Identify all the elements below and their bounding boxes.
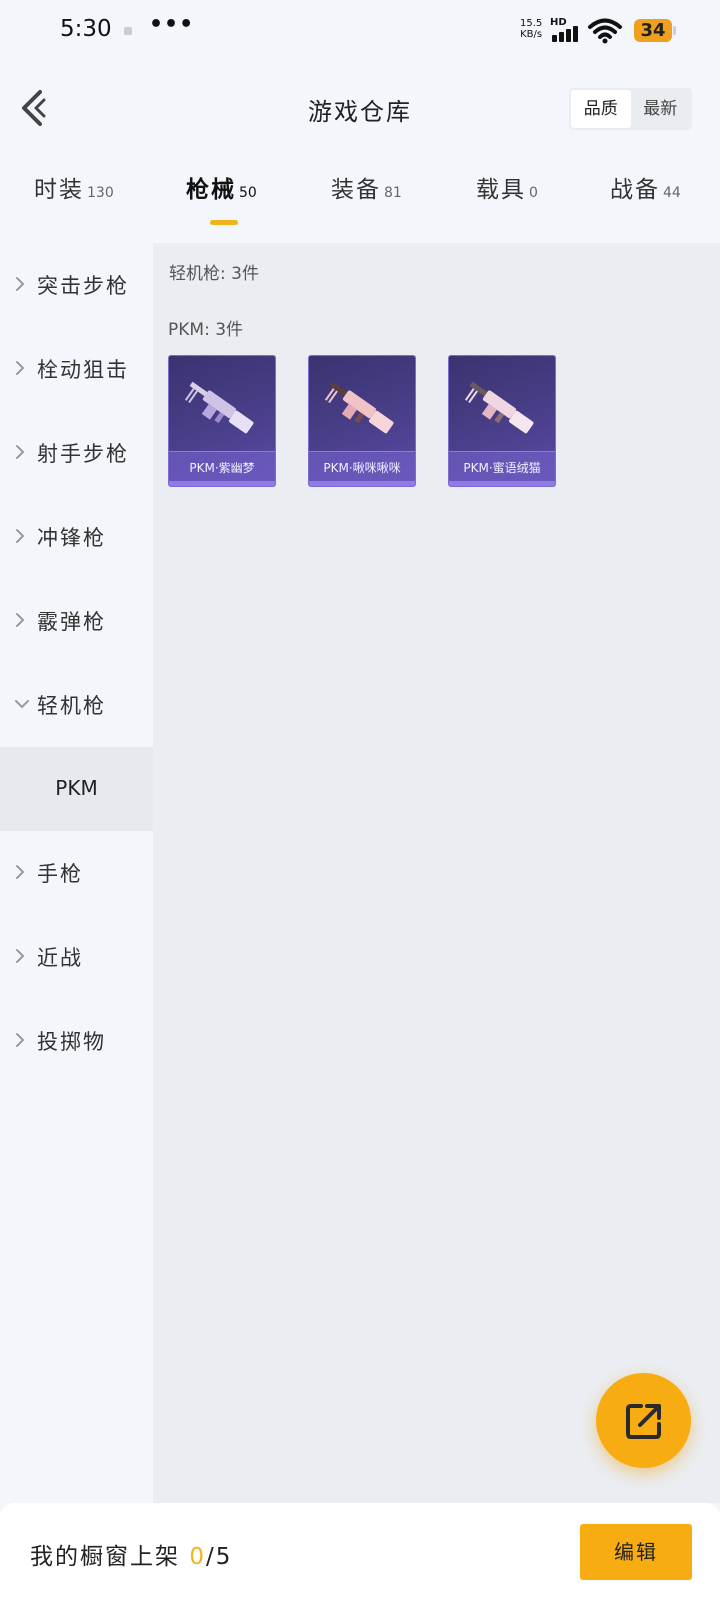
sidebar-item-melee[interactable]: 近战 bbox=[0, 915, 153, 999]
sidebar-item-label: 轻机枪 bbox=[37, 694, 106, 718]
card-name-bar bbox=[169, 451, 275, 481]
rarity-stripe bbox=[169, 481, 275, 486]
status-time: 5:30 bbox=[60, 16, 112, 42]
card-name: PKM·紫幽梦 bbox=[189, 461, 255, 475]
sort-toggle: 品质 最新 bbox=[569, 88, 692, 130]
machine-gun-icon bbox=[184, 381, 254, 434]
skin-card[interactable]: PKM·紫幽梦 bbox=[168, 355, 276, 487]
back-button[interactable] bbox=[14, 86, 54, 130]
battery-icon: 34 bbox=[634, 19, 672, 42]
chevron-right-icon bbox=[16, 529, 25, 543]
tab-label: 时装 bbox=[34, 177, 84, 203]
more-notifications-icon: ••• bbox=[149, 12, 195, 37]
hd-badge: HD bbox=[550, 17, 567, 28]
notification-icon bbox=[124, 27, 132, 35]
sort-newest-option[interactable]: 最新 bbox=[643, 99, 678, 119]
sidebar-subitem-label: PKM bbox=[55, 776, 98, 800]
tab-count: 81 bbox=[384, 185, 402, 201]
showcase-current-count: 0 bbox=[189, 1544, 206, 1570]
sidebar-subitem-pkm[interactable]: PKM bbox=[0, 747, 153, 831]
weapon-type-sidebar: 突击步枪 栓动狙击 射手步枪 冲锋枪 霰弹枪 轻机枪 PKM 手枪 bbox=[0, 243, 153, 1503]
sort-quality-option[interactable]: 品质 bbox=[571, 90, 631, 128]
item-grid-panel: 轻机枪: 3件 PKM: 3件 PKM·紫幽梦 bbox=[153, 243, 720, 1503]
tab-count: 44 bbox=[663, 185, 681, 201]
sidebar-item-label: 投掷物 bbox=[37, 1030, 106, 1054]
page-title: 游戏仓库 bbox=[308, 98, 412, 126]
sidebar-item-label: 射手步枪 bbox=[37, 442, 129, 466]
card-name-bar bbox=[449, 451, 555, 481]
status-bar: 5:30 ••• 15.5 KB/s HD 34 bbox=[0, 0, 720, 62]
chevron-right-icon bbox=[16, 277, 25, 291]
tab-active-indicator bbox=[210, 220, 238, 225]
showcase-label: 我的橱窗上架 0/5 bbox=[30, 1537, 232, 1571]
sidebar-item-throwable[interactable]: 投掷物 bbox=[0, 999, 153, 1083]
sidebar-item-bolt-sniper[interactable]: 栓动狙击 bbox=[0, 327, 153, 411]
sidebar-item-marksman-rifle[interactable]: 射手步枪 bbox=[0, 411, 153, 495]
rarity-stripe bbox=[449, 481, 555, 486]
sidebar-item-label: 冲锋枪 bbox=[37, 526, 106, 550]
chevron-right-icon bbox=[16, 865, 25, 879]
card-name: PKM·蜜语绒猫 bbox=[463, 461, 541, 475]
card-name-bar bbox=[309, 451, 415, 481]
tab-count: 50 bbox=[239, 185, 257, 201]
sidebar-item-label: 霰弹枪 bbox=[37, 610, 106, 634]
sidebar-item-label: 栓动狙击 bbox=[37, 358, 129, 382]
showcase-bar: 我的橱窗上架 0/5 编辑 bbox=[0, 1503, 720, 1600]
wifi-icon bbox=[588, 18, 622, 44]
sidebar-item-label: 手枪 bbox=[37, 862, 83, 886]
showcase-total-count: /5 bbox=[205, 1544, 233, 1570]
sidebar-item-pistol[interactable]: 手枪 bbox=[0, 831, 153, 915]
category-count: 轻机枪: 3件 bbox=[169, 264, 259, 284]
header: 游戏仓库 品质 最新 bbox=[0, 70, 720, 150]
sidebar-item-lmg[interactable]: 轻机枪 bbox=[0, 663, 153, 747]
sidebar-item-label: 突击步枪 bbox=[37, 274, 129, 298]
sidebar-item-shotgun[interactable]: 霰弹枪 bbox=[0, 579, 153, 663]
network-speed-value: 15.5 bbox=[520, 18, 543, 29]
card-name: PKM·啾咪啾咪 bbox=[323, 461, 401, 475]
chevron-right-icon bbox=[16, 613, 25, 627]
machine-gun-icon bbox=[464, 381, 534, 434]
network-speed-unit: KB/s bbox=[520, 29, 543, 40]
tab-count: 0 bbox=[529, 185, 538, 201]
chevron-right-icon bbox=[16, 361, 25, 375]
chevron-right-icon bbox=[16, 949, 25, 963]
model-count: PKM: 3件 bbox=[168, 320, 244, 340]
network-speed: 15.5 KB/s bbox=[520, 18, 542, 40]
tab-label: 枪械 bbox=[186, 177, 236, 203]
sidebar-item-assault-rifle[interactable]: 突击步枪 bbox=[0, 243, 153, 327]
share-external-icon bbox=[626, 1404, 661, 1439]
chevron-down-icon bbox=[15, 700, 29, 709]
signal-icon bbox=[552, 26, 578, 42]
tab-count: 130 bbox=[87, 185, 114, 201]
tab-label: 载具 bbox=[476, 177, 526, 203]
tab-label: 战备 bbox=[610, 177, 660, 203]
chevron-right-icon bbox=[16, 445, 25, 459]
chevron-right-icon bbox=[16, 1033, 25, 1047]
skin-card[interactable]: PKM·蜜语绒猫 bbox=[448, 355, 556, 487]
showcase-text: 我的橱窗上架 bbox=[30, 1544, 180, 1570]
share-fab-button[interactable] bbox=[596, 1373, 691, 1468]
skin-card[interactable]: PKM·啾咪啾咪 bbox=[308, 355, 416, 487]
chevron-left-icon bbox=[22, 90, 46, 126]
sidebar-item-smg[interactable]: 冲锋枪 bbox=[0, 495, 153, 579]
tab-label: 装备 bbox=[331, 177, 381, 203]
machine-gun-icon bbox=[324, 381, 394, 434]
rarity-stripe bbox=[309, 481, 415, 486]
sidebar-item-label: 近战 bbox=[37, 946, 83, 970]
edit-button[interactable]: 编辑 bbox=[580, 1524, 692, 1580]
battery-nub bbox=[673, 26, 676, 35]
